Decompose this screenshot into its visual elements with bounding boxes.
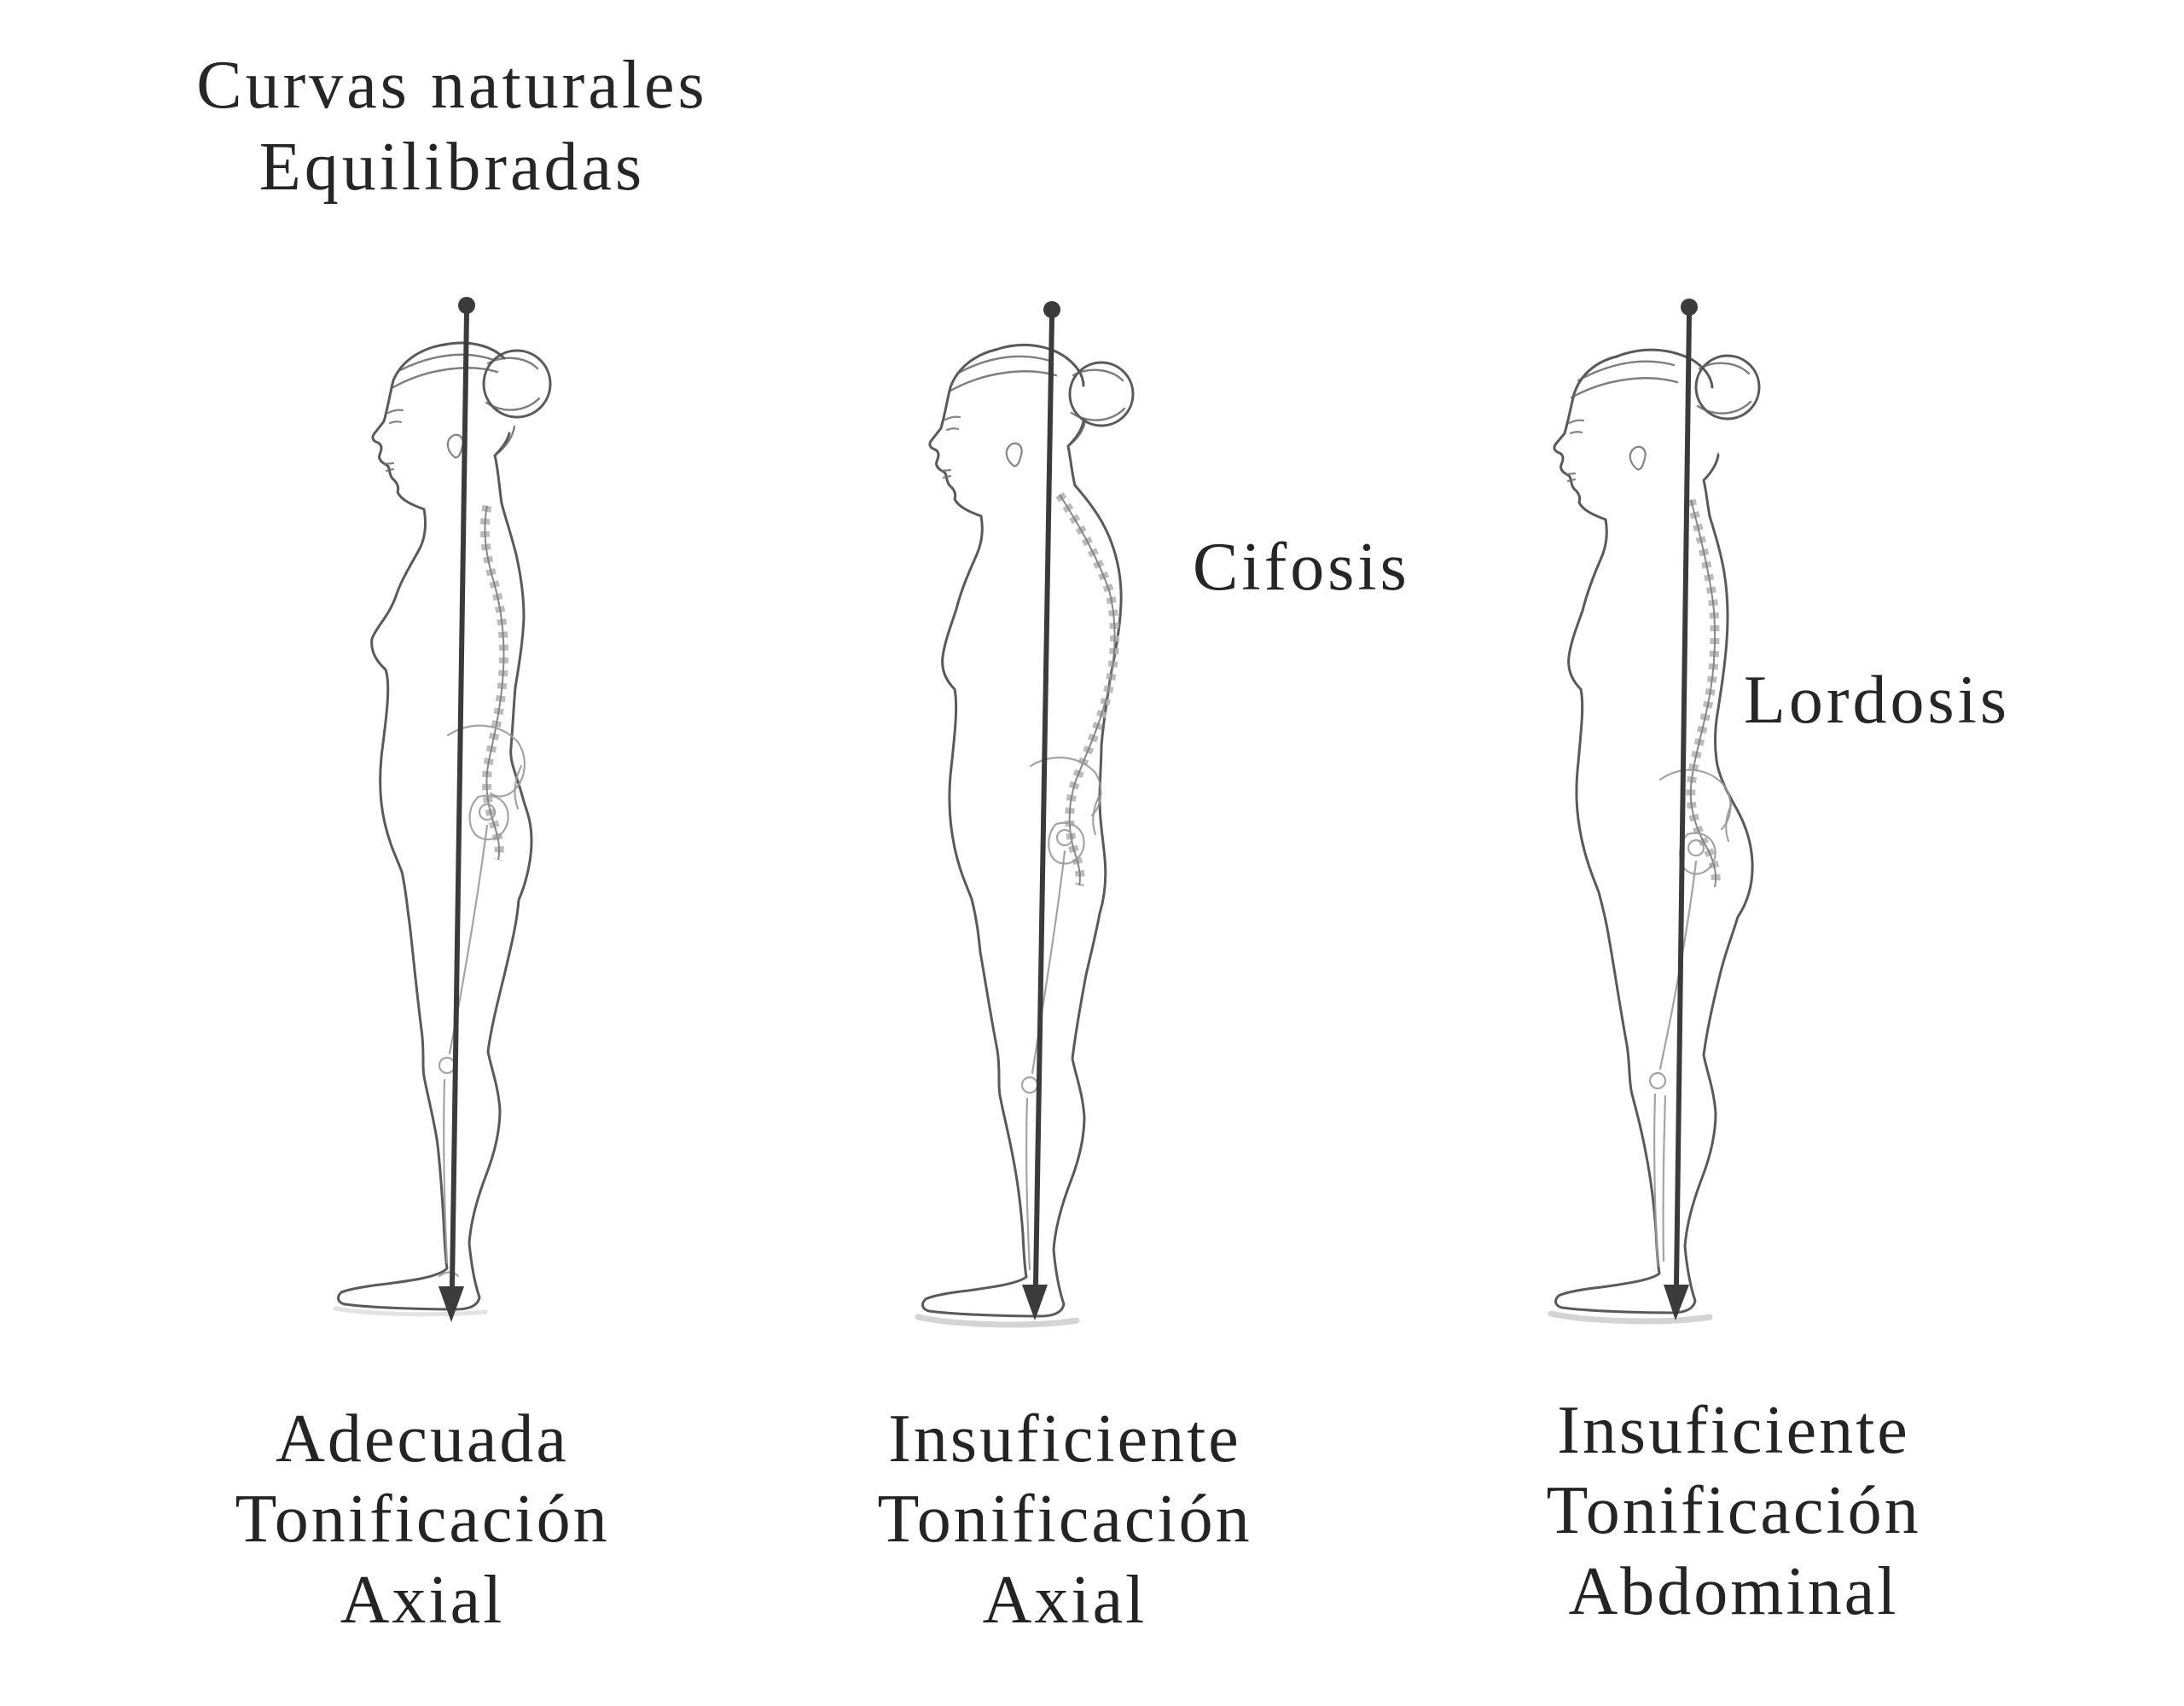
pelvis-bones <box>446 724 526 841</box>
body-outline <box>921 343 1123 1318</box>
plumb-arrow <box>1022 1285 1048 1320</box>
caption-line: Tonificación <box>1546 1473 1921 1549</box>
hair-bun <box>392 349 552 457</box>
face-details <box>1565 419 1585 483</box>
pelvis-bones <box>1029 757 1102 865</box>
caption-line: Tonificación <box>877 1482 1252 1558</box>
spine <box>479 504 509 862</box>
floor-shadow <box>1548 1310 1713 1325</box>
page-title: Curvas naturales Equilibradas <box>111 44 793 208</box>
plumb-arrow <box>439 1286 464 1322</box>
label-lordosis: Lordosis <box>1744 663 2010 738</box>
posture-figure-cifosis <box>915 301 1135 1328</box>
plumb-line <box>1022 301 1060 1320</box>
ear <box>446 433 464 459</box>
plumb-dot <box>1043 301 1060 318</box>
caption-line: Tonificación <box>235 1482 610 1558</box>
caption-line: Axial <box>340 1562 505 1638</box>
caption-lordosis: Insuficiente Tonificación Abdominal <box>1461 1390 2007 1632</box>
floor-shadow <box>333 1306 488 1317</box>
posture-figure-balanced <box>333 297 552 1322</box>
spine <box>1055 492 1120 887</box>
caption-balanced: Adecuada Tonificación Axial <box>149 1399 695 1640</box>
spine <box>1686 498 1721 889</box>
leg-bones <box>438 824 489 1278</box>
caption-line: Adecuada <box>276 1401 569 1477</box>
plumb-dot <box>1681 299 1698 316</box>
leg-bones <box>1648 860 1698 1268</box>
floor-shadow <box>915 1314 1080 1328</box>
hair-bun <box>949 355 1135 448</box>
caption-line: Insuficiente <box>888 1401 1241 1477</box>
hair-bun <box>1570 354 1761 482</box>
body-outline <box>1553 348 1754 1314</box>
body-outline <box>337 341 533 1311</box>
label-cifosis: Cifosis <box>1193 530 1410 605</box>
caption-cifosis: Insuficiente Tonificación Axial <box>792 1399 1338 1640</box>
caption-line: Insuficiente <box>1557 1393 1910 1468</box>
plumb-arrow <box>1664 1285 1689 1320</box>
caption-line: Abdominal <box>1568 1553 1899 1629</box>
face-details <box>940 415 961 479</box>
plumb-line <box>1664 299 1698 1320</box>
plumb-dot <box>458 297 475 314</box>
plumb-line <box>439 297 475 1322</box>
title-line-1: Curvas naturales <box>196 48 708 123</box>
ear <box>1629 445 1647 471</box>
posture-figure-lordosis <box>1548 299 1761 1325</box>
title-line-2: Equilibradas <box>258 130 646 205</box>
face-details <box>383 409 404 473</box>
caption-line: Axial <box>982 1562 1147 1638</box>
ear <box>1005 442 1023 467</box>
